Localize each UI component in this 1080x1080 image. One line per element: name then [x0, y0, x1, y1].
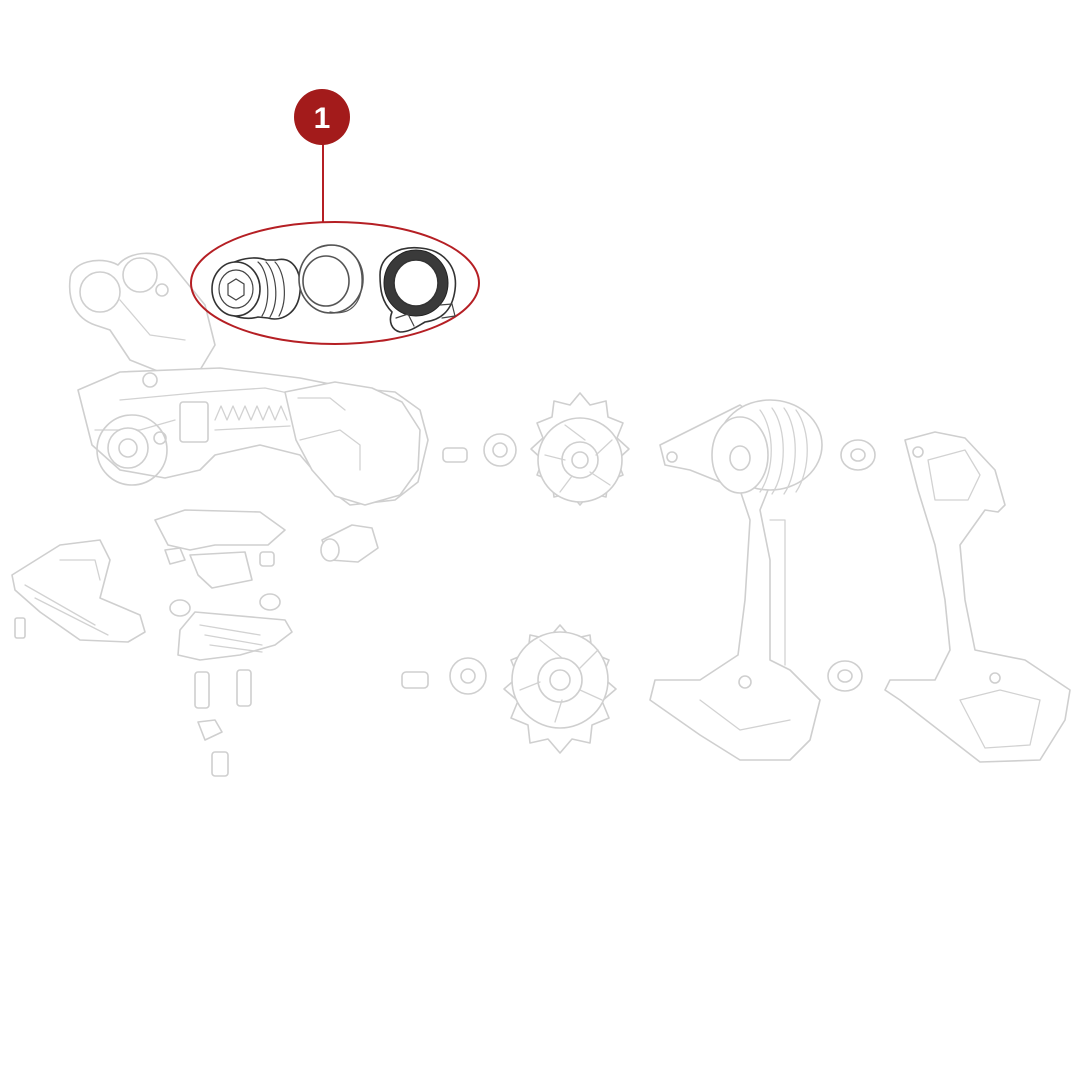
b-knuckle-bolt [211, 257, 301, 320]
spring [214, 405, 291, 431]
cage-washers [827, 439, 876, 692]
seal-ring [379, 246, 457, 333]
callout-1-badge: 1 [294, 89, 350, 145]
callout-highlight-ellipse [190, 221, 480, 345]
bushing [298, 244, 364, 314]
derailleur-body [68, 252, 429, 506]
outer-cage-plate [649, 399, 823, 761]
upper-pulley-assembly [442, 392, 630, 506]
left-parts-cluster [11, 509, 379, 777]
callout-1-group: 1 [190, 89, 480, 345]
upper-pulley-wheel [530, 392, 630, 506]
inner-cage-plate [884, 431, 1071, 763]
lower-pulley-wheel [503, 624, 617, 754]
spring-housing [711, 399, 823, 495]
lower-pulley-assembly [401, 624, 617, 754]
callout-number: 1 [314, 102, 331, 135]
